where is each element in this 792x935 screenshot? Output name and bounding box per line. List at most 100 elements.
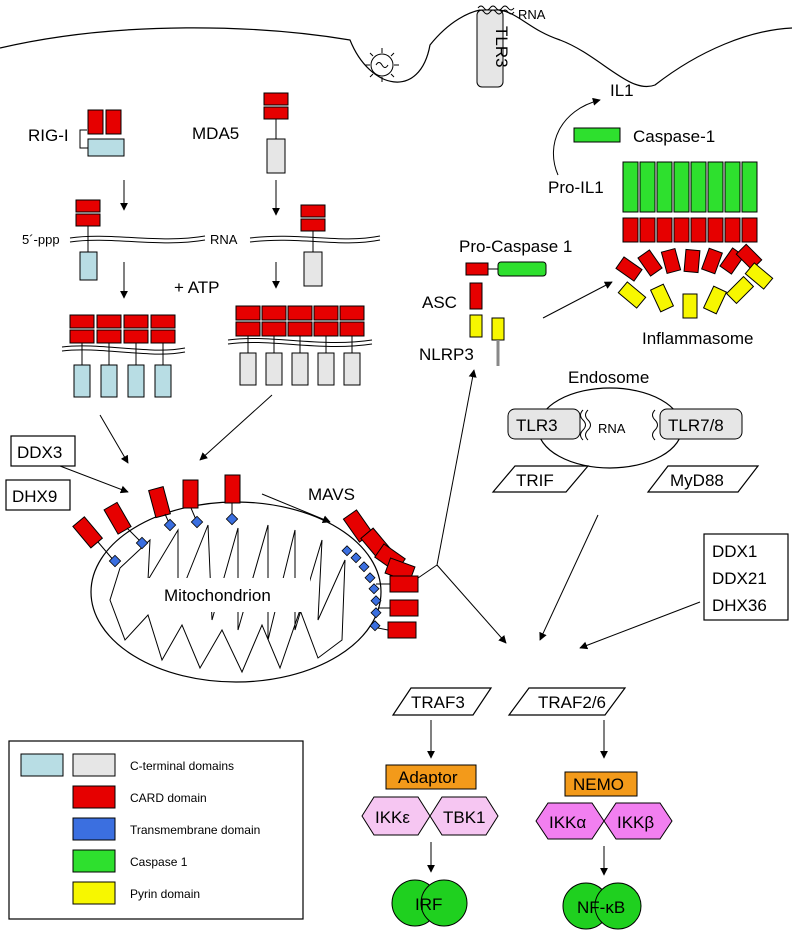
rna-strand-left: [69, 235, 206, 244]
myd88-label: MyD88: [670, 471, 724, 490]
mavs-branch-line: [417, 564, 438, 579]
trif-parallelogram: [491, 465, 590, 493]
ddx3-box: [10, 435, 76, 467]
rig-i-linker: [79, 129, 88, 149]
irf-circle-right: [420, 879, 468, 927]
endosome-rna-squiggle-left: [580, 409, 591, 441]
mavs-label: MAVS: [308, 485, 355, 504]
asc-card: [469, 282, 483, 310]
pro-caspase1-label: Pro-Caspase 1: [459, 237, 572, 256]
mda5-label: MDA5: [192, 124, 239, 143]
atp-label: + ATP: [174, 278, 220, 297]
endosome-tlr3-label: TLR3: [516, 416, 558, 435]
ddx21-label: DDX21: [712, 569, 767, 588]
mda5-oligomer: [227, 305, 373, 386]
asc-label: ASC: [422, 293, 457, 312]
legend-label-tm: Transmembrane domain: [130, 823, 260, 837]
legend-swatch-tm: [72, 817, 116, 841]
traf3-parallelogram: [391, 687, 493, 716]
nlrp3-label: NLRP3: [419, 345, 474, 364]
arrow-mavs-traf: [436, 564, 507, 644]
endosome-rna-squiggle-right: [652, 409, 658, 441]
rig-i-card-1: [87, 109, 104, 135]
tlr3-membrane-label: TLR3: [492, 26, 511, 68]
arrow-rig-i-mavs: [99, 414, 129, 464]
mda5-card-2: [263, 106, 289, 120]
rig-i-oligomer: [61, 314, 186, 398]
mda5-bound-card-2: [300, 218, 326, 232]
rna-strand-right: [249, 235, 381, 244]
adaptor-label: Adaptor: [398, 768, 458, 787]
mitochondrion-label: Mitochondrion: [164, 586, 271, 605]
arrow-mavs-nlrp3: [436, 369, 477, 566]
pro-caspase-domain: [497, 261, 547, 277]
inflammasome-complex: [615, 161, 774, 319]
legend-swatch-pyrin: [72, 881, 116, 905]
five-ppp-label: 5´-ppp: [22, 232, 60, 247]
adaptor-box: [385, 764, 477, 790]
arrow-to-mavs: [261, 493, 331, 523]
nfkb-circle-right: [594, 882, 642, 930]
mitochondrion-cristae: [109, 524, 346, 674]
rig-i-label: RIG-I: [28, 126, 69, 145]
rna-mid-label: RNA: [210, 232, 238, 247]
rna-squiggle-top: [477, 5, 515, 15]
endosome-rna-label: RNA: [598, 421, 626, 436]
ikkb-label: IKKβ: [617, 813, 654, 832]
legend-swatch-caspase: [72, 849, 116, 873]
mavs-right-cluster: [341, 509, 419, 639]
rna-top-label: RNA: [518, 7, 546, 22]
ikkb-hexagon: [603, 802, 673, 840]
ddx3-label: DDX3: [17, 443, 62, 462]
endosome-tlr3: [507, 408, 581, 440]
arrow-nlrp3-inflammasome: [542, 281, 613, 319]
legend-label-cterm: C-terminal domains: [130, 759, 234, 773]
arrow-proil1-il1: [553, 97, 601, 176]
arrow-ddx-traf: [579, 601, 701, 650]
arrow-ddx3-mavs: [59, 465, 129, 494]
ddx1-label: DDX1: [712, 542, 757, 561]
mda5-cterm: [266, 138, 286, 174]
trif-label: TRIF: [516, 471, 554, 490]
nfkb-label: NF-κB: [577, 898, 625, 917]
endosome-tlr78: [659, 408, 743, 440]
inflammasome-label: Inflammasome: [642, 329, 753, 348]
tbk1-hexagon: [429, 796, 499, 836]
rig-i-bound-card-2: [75, 213, 101, 227]
legend-label-pyrin: Pyrin domain: [130, 887, 200, 901]
legend-label-caspase: Caspase 1: [130, 855, 188, 869]
tlr3-membrane-receptor: [476, 9, 504, 88]
membrane-receptor-icon: [365, 48, 399, 82]
mda5-bound-cterm: [303, 251, 323, 287]
traf26-label: TRAF2/6: [538, 693, 606, 712]
ikka-label: IKKα: [549, 813, 586, 832]
traf3-label: TRAF3: [411, 693, 465, 712]
myd88-parallelogram: [646, 465, 760, 493]
traf26-parallelogram: [507, 687, 627, 716]
legend-label-card: CARD domain: [130, 791, 207, 805]
arrow-trif-traf: [539, 514, 599, 641]
pro-il1-label: Pro-IL1: [548, 178, 604, 197]
rig-i-card-2: [105, 109, 122, 135]
legend-swatch-cterm-blue: [20, 753, 64, 777]
ikke-label: IKKε: [375, 808, 410, 827]
endosome-label: Endosome: [568, 368, 649, 387]
mda5-card-1: [263, 92, 289, 106]
mda5-bound-card-1: [300, 204, 326, 218]
il1-label: IL1: [610, 81, 634, 100]
endosome-tlr78-label: TLR7/8: [668, 416, 724, 435]
caspase1-domain: [573, 127, 621, 143]
mavs-top-cluster: [72, 474, 241, 568]
asc-pyrin: [469, 314, 483, 338]
tbk1-label: TBK1: [443, 808, 486, 827]
legend: C-terminal domains CARD domain Transmemb…: [8, 740, 304, 920]
nlrp3-pyrin: [491, 317, 505, 341]
irf-label: IRF: [415, 895, 442, 914]
cell-membrane: [0, 9, 792, 88]
nemo-label: NEMO: [573, 775, 624, 794]
rig-i-cterm: [87, 138, 125, 157]
ddx-complex-box: [703, 533, 789, 621]
legend-swatch-cterm-grey: [72, 753, 116, 777]
